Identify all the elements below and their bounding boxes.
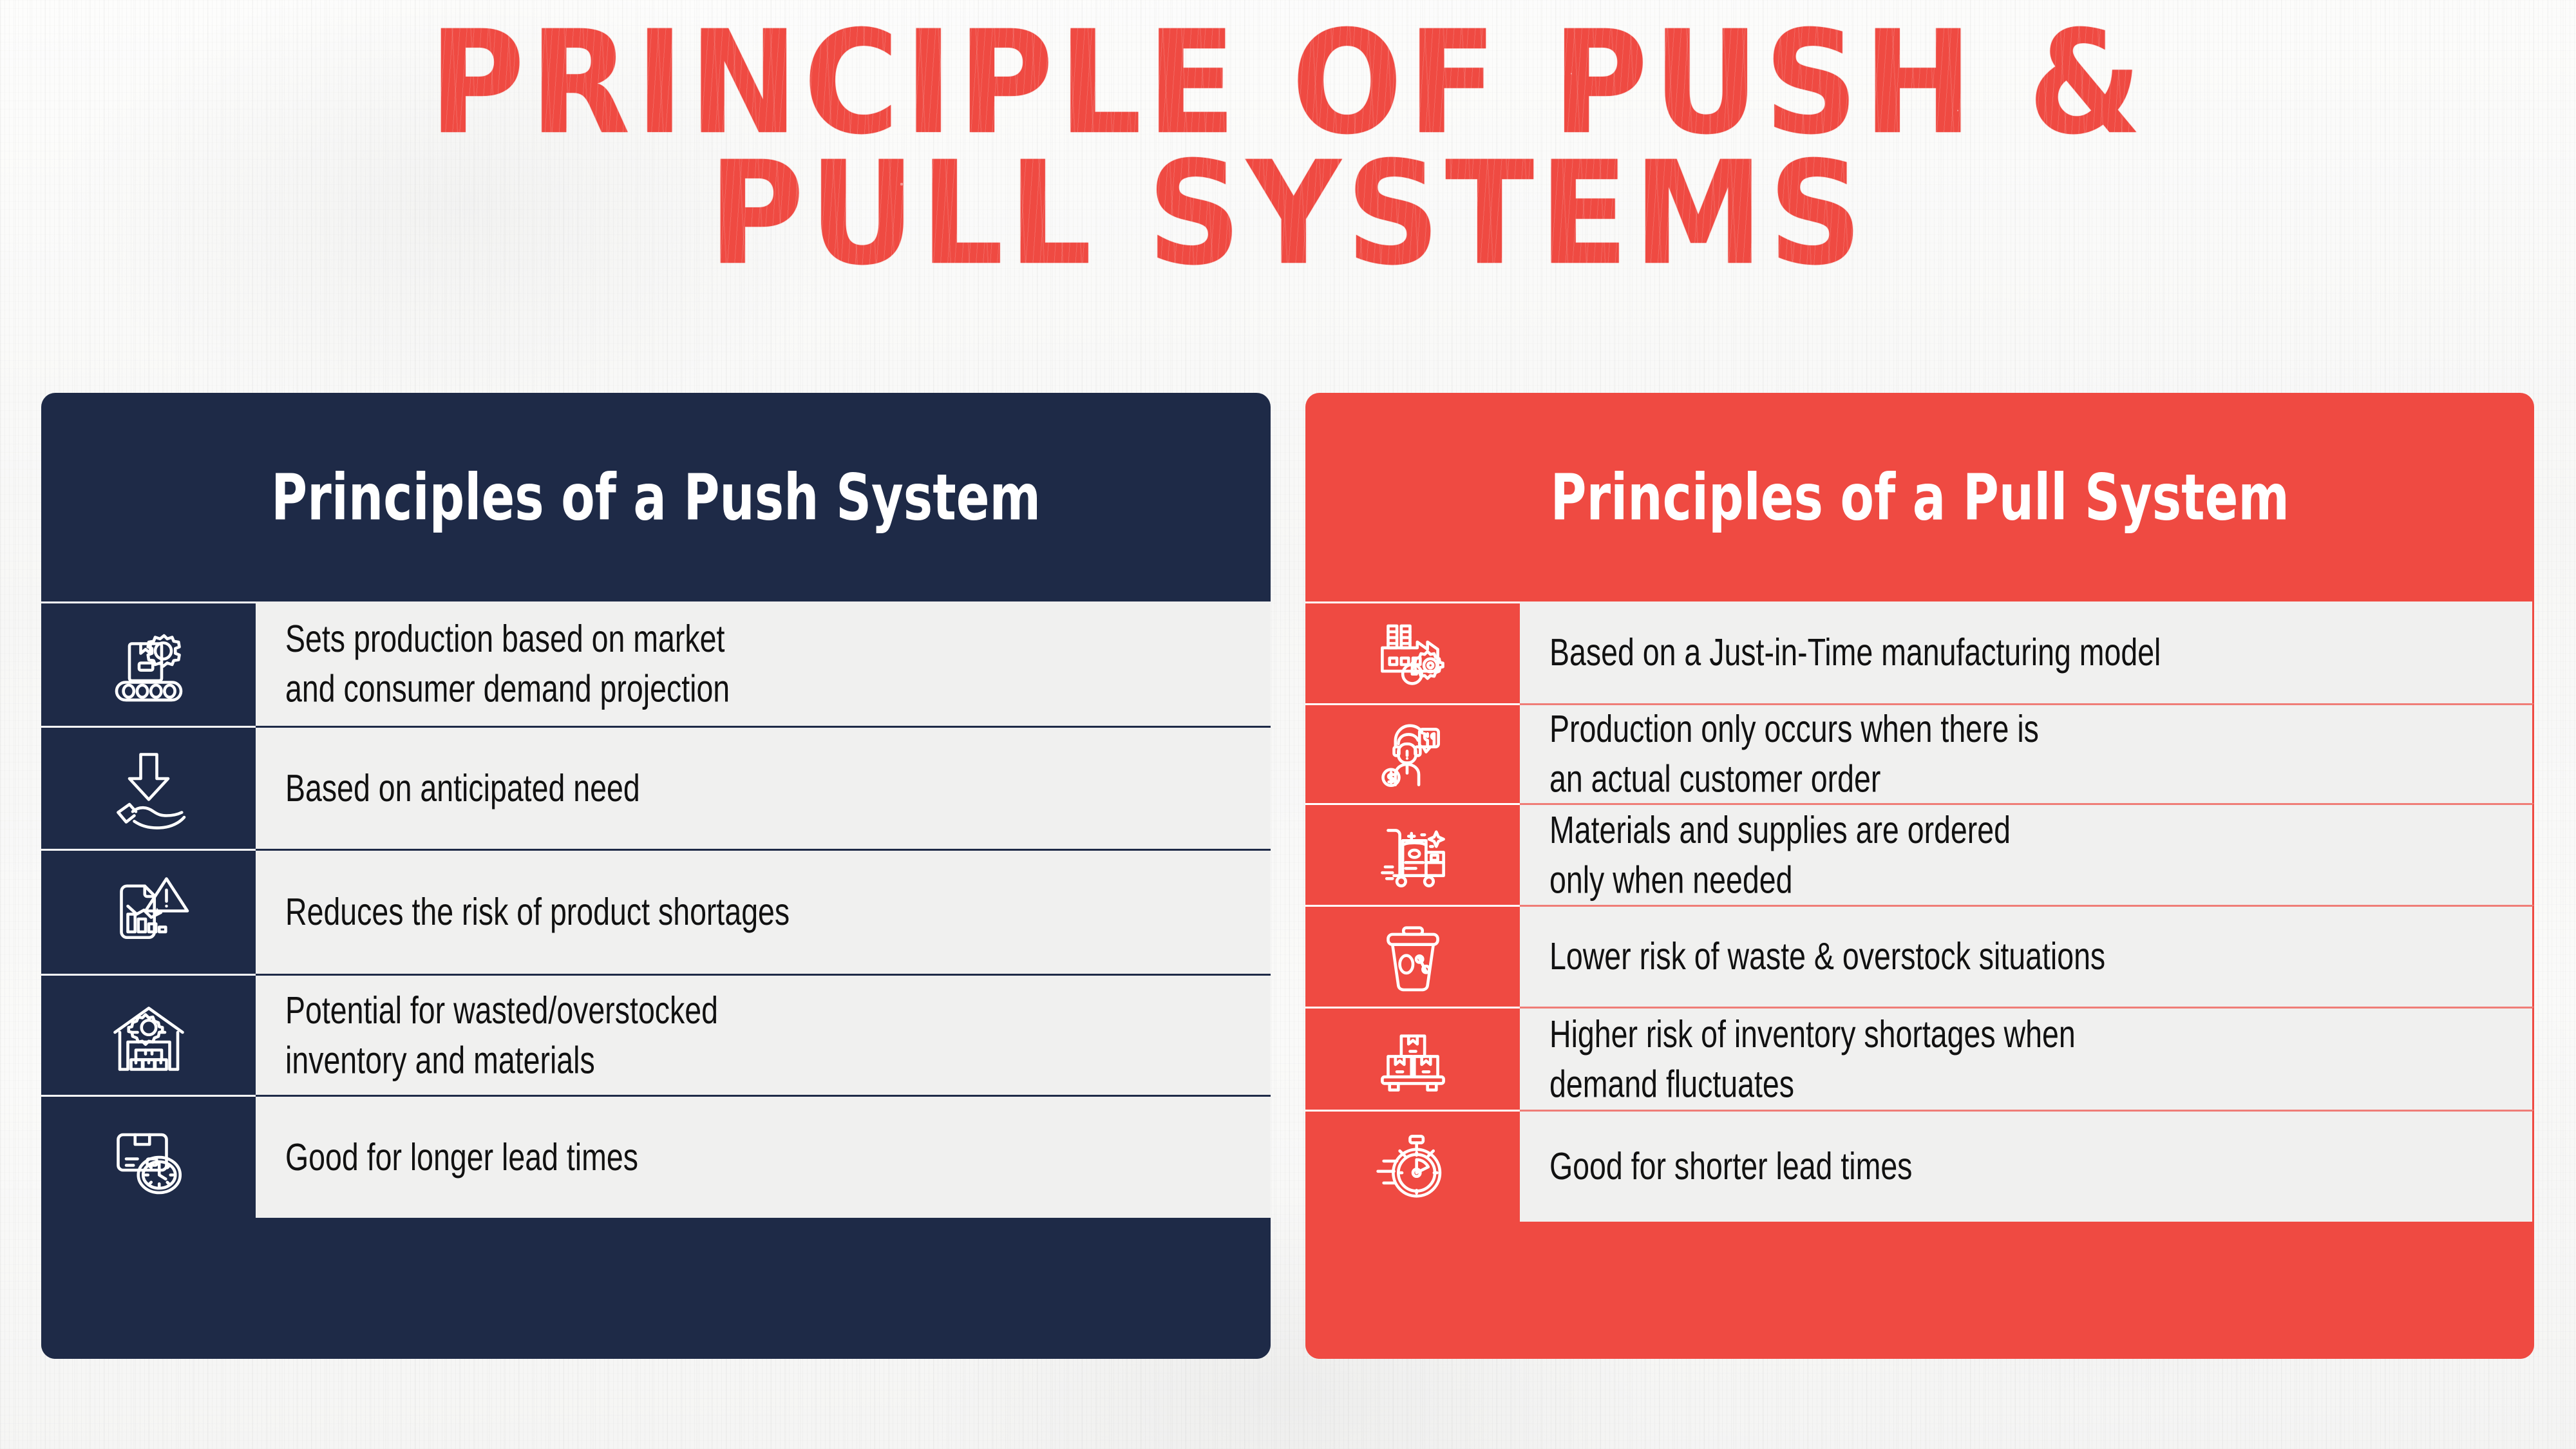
pull-row-6-text-cell: Good for shorter lead times (1520, 1110, 2534, 1222)
pull-row-5-text-cell: Higher risk of inventory shortages when … (1520, 1007, 2534, 1110)
push-row-5-text-cell: Good for longer lead times (256, 1095, 1271, 1218)
push-row-2-text-cell: Based on anticipated need (256, 726, 1271, 849)
box-clock-icon (100, 1109, 197, 1206)
row-label: Materials and supplies are ordered only … (1549, 808, 2011, 901)
pull-row-4-icon-cell (1305, 905, 1520, 1007)
warehouse-gear-icon (100, 987, 197, 1084)
push-rows: Sets production based on market and cons… (41, 601, 1271, 1305)
pull-panel-header: Principles of a Pull System (1305, 393, 2534, 601)
row-label: Production only occurs when there is an … (1549, 707, 2039, 800)
table-row: Reduces the risk of product shortages (41, 849, 1271, 974)
push-panel-footer (41, 1305, 1271, 1359)
push-row-5-icon-cell (41, 1095, 256, 1218)
push-row-4-text-cell: Potential for wasted/overstocked invento… (256, 974, 1271, 1095)
row-label: Good for shorter lead times (1549, 1144, 1913, 1188)
table-row: Good for shorter lead times (1305, 1110, 2534, 1222)
row-label: Sets production based on market and cons… (285, 616, 730, 710)
table-row: Higher risk of inventory shortages when … (1305, 1007, 2534, 1110)
table-row: Based on anticipated need (41, 726, 1271, 849)
table-row: Good for longer lead times (41, 1095, 1271, 1218)
push-row-4-icon-cell (41, 974, 256, 1095)
pull-row-5-icon-cell (1305, 1007, 1520, 1110)
table-row: Potential for wasted/overstocked invento… (41, 974, 1271, 1095)
row-label: Reduces the risk of product shortages (285, 890, 790, 934)
fast-stopwatch-icon (1369, 1123, 1457, 1211)
push-row-1-text-cell: Sets production based on market and cons… (256, 601, 1271, 726)
hand-truck-supplies-icon (1369, 811, 1457, 899)
pull-system-panel: Principles of a Pull System (1305, 393, 2534, 1359)
pull-row-4-text-cell: Lower risk of waste & overstock situatio… (1520, 905, 2534, 1007)
customer-order-icon (1369, 710, 1457, 798)
row-label: Potential for wasted/overstocked invento… (285, 988, 719, 1081)
page-title: PRINCIPLE OF PUSH & PULL SYSTEMS (0, 12, 2576, 285)
push-row-2-icon-cell (41, 726, 256, 849)
row-label: Good for longer lead times (285, 1135, 638, 1179)
push-row-1-icon-cell (41, 601, 256, 726)
row-label: Based on anticipated need (285, 766, 640, 810)
conveyor-belt-gear-icon (100, 616, 197, 713)
pull-row-1-icon-cell (1305, 601, 1520, 703)
title-line-2: PULL SYSTEMS (708, 130, 1868, 298)
push-row-3-text-cell: Reduces the risk of product shortages (256, 849, 1271, 974)
pull-row-6-icon-cell (1305, 1110, 1520, 1222)
row-label: Lower risk of waste & overstock situatio… (1549, 934, 2106, 978)
table-row: Based on a Just-in-Time manufacturing mo… (1305, 601, 2534, 703)
table-row: Materials and supplies are ordered only … (1305, 803, 2534, 905)
pull-row-3-icon-cell (1305, 803, 1520, 905)
row-label: Higher risk of inventory shortages when … (1549, 1012, 2076, 1105)
pull-row-1-text-cell: Based on a Just-in-Time manufacturing mo… (1520, 601, 2534, 703)
push-system-panel: Principles of a Push System (41, 393, 1271, 1359)
table-row: Sets production based on market and cons… (41, 601, 1271, 726)
push-row-3-icon-cell (41, 849, 256, 974)
pull-row-2-text-cell: Production only occurs when there is an … (1520, 703, 2534, 803)
pull-row-3-text-cell: Materials and supplies are ordered only … (1520, 803, 2534, 905)
table-row: Production only occurs when there is an … (1305, 703, 2534, 803)
table-row: Lower risk of waste & overstock situatio… (1305, 905, 2534, 1007)
stacked-boxes-pallet-icon (1369, 1016, 1457, 1103)
push-panel-header: Principles of a Push System (41, 393, 1271, 601)
factory-gear-clock-icon (1369, 610, 1457, 697)
pull-panel-header-label: Principles of a Pull System (1550, 460, 2289, 535)
pull-panel-footer (1305, 1312, 2534, 1359)
push-panel-header-label: Principles of a Push System (271, 460, 1041, 535)
row-label: Based on a Just-in-Time manufacturing mo… (1549, 630, 2161, 674)
declining-chart-warning-icon (100, 864, 197, 961)
pull-rows: Based on a Just-in-Time manufacturing mo… (1305, 601, 2534, 1312)
zero-percent-waste-bin-icon (1369, 913, 1457, 1001)
pull-row-2-icon-cell (1305, 703, 1520, 803)
arrow-down-into-hand-icon (100, 740, 197, 837)
